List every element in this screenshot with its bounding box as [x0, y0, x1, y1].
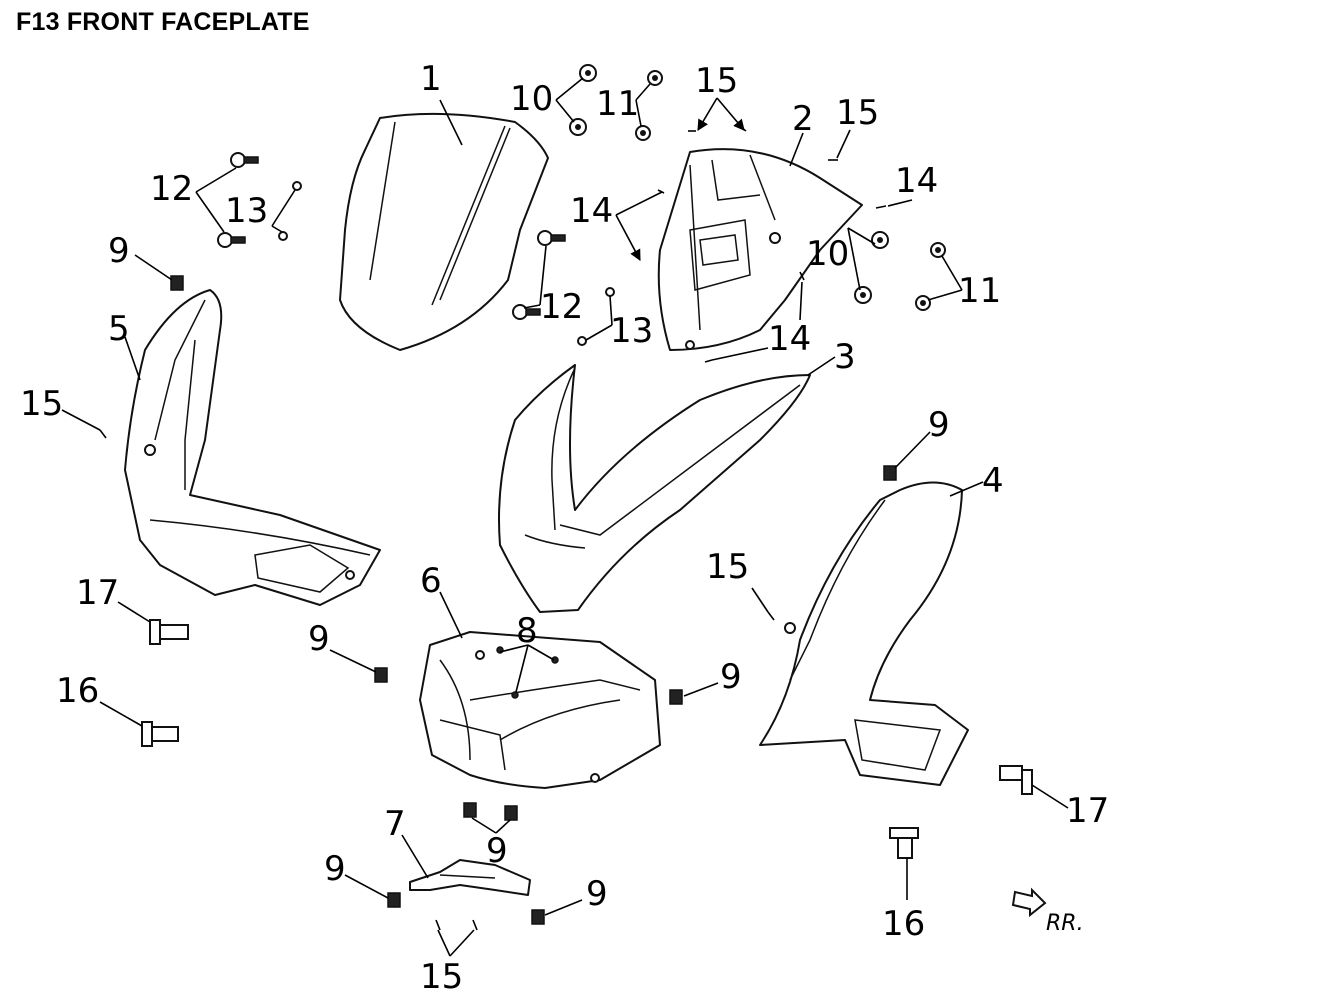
callout-15: 15 [695, 61, 738, 101]
nut-hardware [569, 64, 946, 311]
callout-5: 5 [108, 309, 130, 349]
callout-13: 13 [225, 191, 268, 231]
bracket-part [409, 859, 531, 896]
callout-17: 17 [76, 573, 119, 613]
rr-label: RR. [1046, 911, 1084, 936]
callout-14: 14 [895, 161, 938, 201]
left-side-cowl-part [124, 289, 381, 606]
callout-16: 16 [56, 671, 99, 711]
upper-inner-panel-part [657, 148, 863, 351]
callout-4: 4 [982, 461, 1004, 501]
leader-lines [61, 77, 1069, 957]
callout-9: 9 [108, 231, 130, 271]
lower-front-assembly-part [419, 631, 661, 789]
clip-nut-hardware [170, 275, 897, 925]
callout-9: 9 [486, 831, 508, 871]
callout-9: 9 [324, 849, 346, 889]
callout-15: 15 [420, 957, 463, 997]
callout-11: 11 [958, 271, 1001, 311]
callout-14: 14 [768, 319, 811, 359]
callout-10: 10 [806, 234, 849, 274]
rear-direction-marker: RR. [1011, 887, 1084, 936]
callout-15: 15 [836, 93, 879, 133]
bolt-hardware [141, 619, 1033, 859]
center-front-cowl-part [498, 364, 811, 613]
windscreen-part [339, 112, 549, 351]
callout-6: 6 [420, 561, 442, 601]
callout-14: 14 [570, 191, 613, 231]
callout-15: 15 [20, 384, 63, 424]
callout-11: 11 [596, 84, 639, 124]
callout-7: 7 [384, 804, 406, 844]
callout-9: 9 [720, 657, 742, 697]
page-title: F13 FRONT FACEPLATE [16, 8, 310, 36]
callout-15: 15 [706, 547, 749, 587]
callout-12: 12 [540, 287, 583, 327]
callout-9: 9 [586, 874, 608, 914]
screw-hardware [217, 152, 615, 346]
callout-9: 9 [928, 405, 950, 445]
callout-13: 13 [610, 311, 653, 351]
callout-3: 3 [834, 337, 856, 377]
callout-2: 2 [792, 99, 814, 139]
callout-10: 10 [510, 79, 553, 119]
callout-1: 1 [420, 59, 442, 99]
right-side-cowl-part [759, 481, 969, 786]
callout-9: 9 [308, 619, 330, 659]
callout-17: 17 [1066, 791, 1109, 831]
callout-16: 16 [882, 904, 925, 944]
callout-8: 8 [516, 611, 538, 651]
callout-12: 12 [150, 169, 193, 209]
callout-labels: 1 10 11 15 2 15 14 14 12 13 10 11 12 13 … [20, 59, 1109, 997]
